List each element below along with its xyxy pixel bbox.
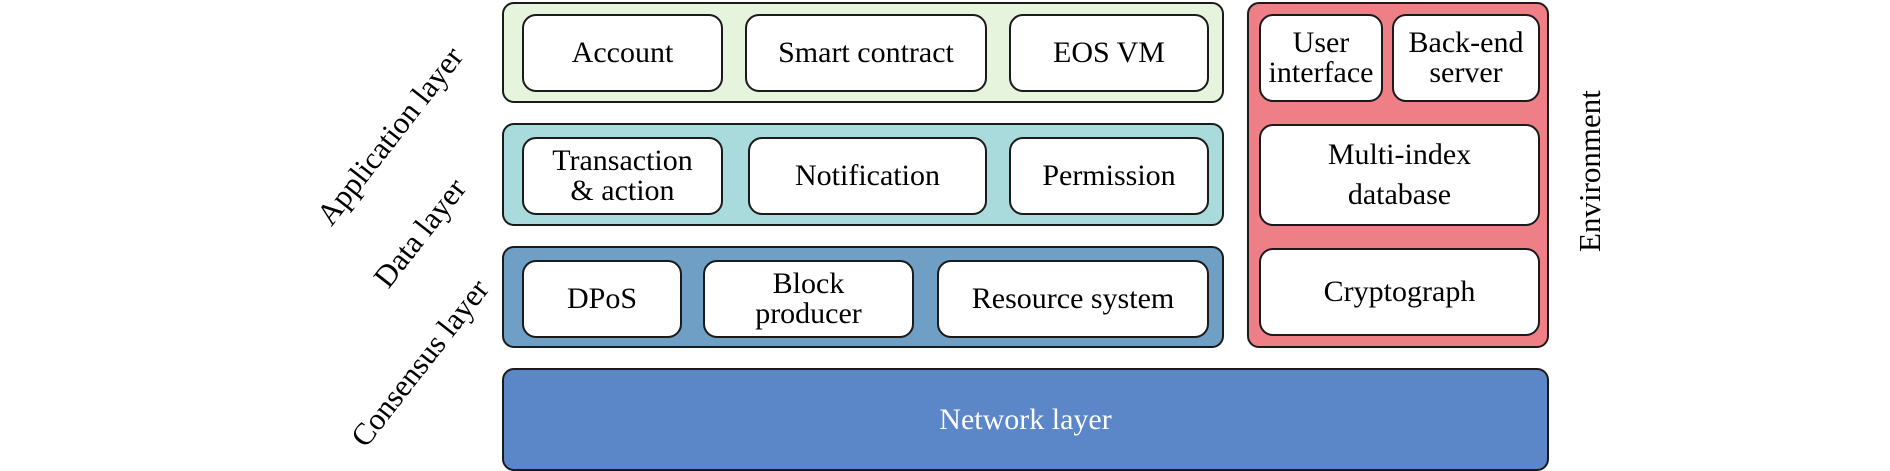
- application-layer: Account Smart contract EOS VM: [502, 2, 1224, 103]
- transaction-action-box: Transaction & action: [522, 137, 723, 215]
- resource-system-box: Resource system: [937, 260, 1209, 338]
- cryptograph-box: Cryptograph: [1259, 248, 1540, 336]
- network-layer: Network layer: [502, 368, 1549, 471]
- back-end-server-box: Back-end server: [1392, 14, 1540, 102]
- smart-contract-label: Smart contract: [778, 36, 954, 69]
- notification-box: Notification: [748, 137, 987, 215]
- account-box: Account: [522, 14, 723, 92]
- smart-contract-box: Smart contract: [745, 14, 987, 92]
- account-label: Account: [571, 36, 674, 69]
- network-layer-label: Network layer: [939, 402, 1112, 436]
- permission-label: Permission: [1042, 159, 1176, 192]
- environment-label: Environment: [1572, 90, 1607, 252]
- consensus-layer: DPoS Block producer Resource system: [502, 246, 1224, 348]
- user-interface-box: User interface: [1259, 14, 1383, 102]
- user-interface-label: User interface: [1268, 26, 1374, 89]
- permission-box: Permission: [1009, 137, 1209, 215]
- resource-system-label: Resource system: [971, 282, 1175, 315]
- eos-vm-box: EOS VM: [1009, 14, 1209, 92]
- eos-vm-label: EOS VM: [1053, 36, 1165, 69]
- dpos-label: DPoS: [566, 282, 638, 315]
- block-producer-box: Block producer: [703, 260, 914, 338]
- consensus-layer-label: Consensus layer: [343, 272, 496, 454]
- transaction-action-label: Transaction & action: [552, 144, 693, 207]
- data-layer: Transaction & action Notification Permis…: [502, 123, 1224, 226]
- block-producer-label: Block producer: [755, 267, 862, 330]
- multi-index-database-label: Multi-index database: [1327, 137, 1472, 212]
- environment-panel: User interface Back-end server Multi-ind…: [1247, 2, 1549, 348]
- cryptograph-label: Cryptograph: [1323, 275, 1476, 308]
- multi-index-database-box: Multi-index database: [1259, 124, 1540, 226]
- back-end-server-label: Back-end server: [1408, 26, 1524, 89]
- notification-label: Notification: [795, 159, 940, 192]
- dpos-box: DPoS: [522, 260, 682, 338]
